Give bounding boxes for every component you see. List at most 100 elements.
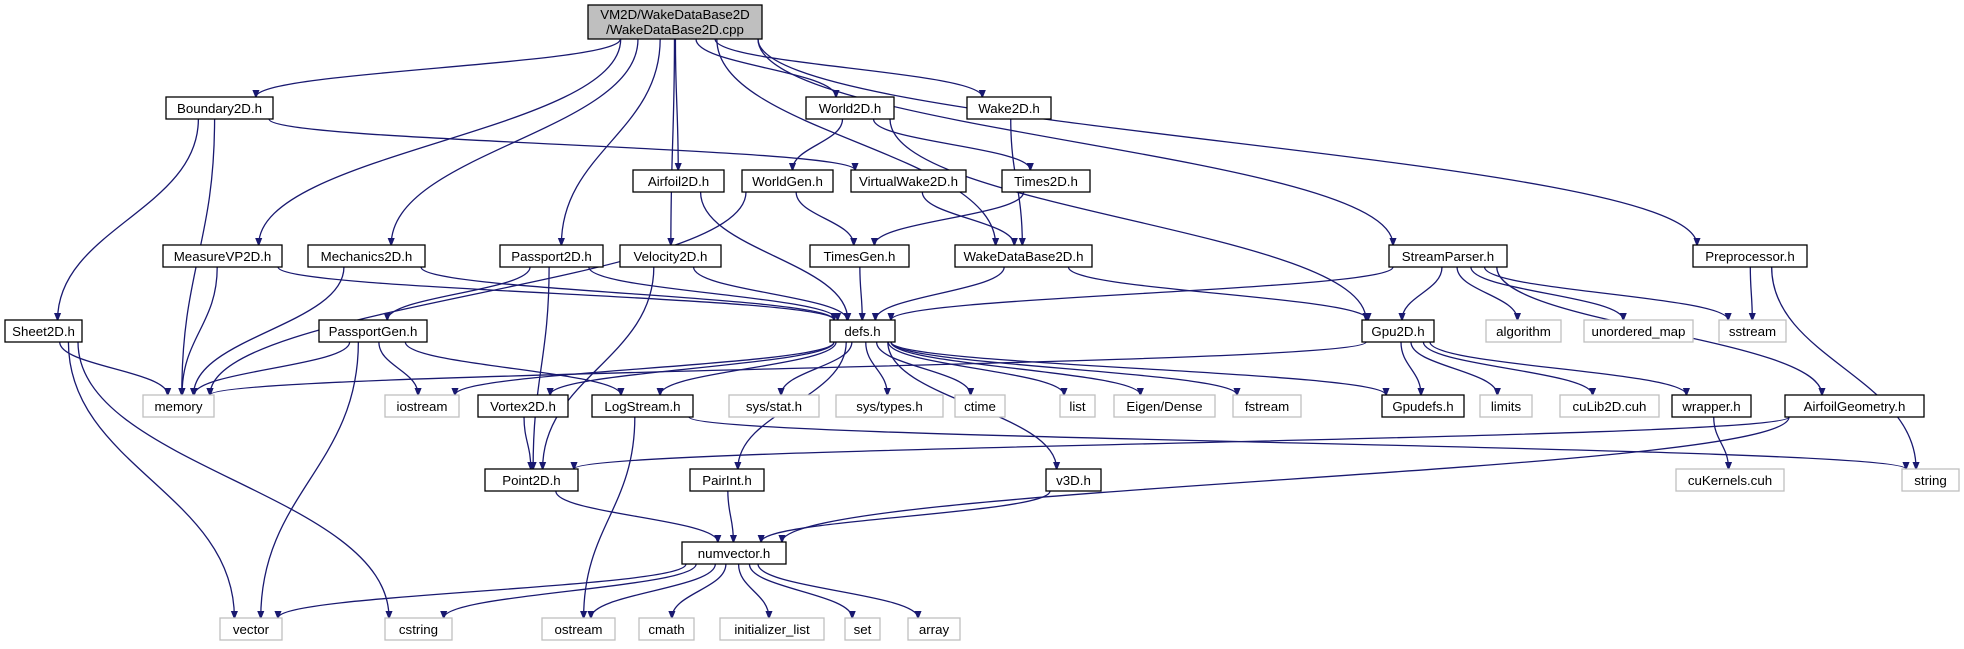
node-worldgen[interactable]: WorldGen.h: [741, 169, 834, 193]
node-box-numvector: [681, 541, 787, 565]
node-label-preprocessor: Preprocessor.h: [1705, 249, 1794, 264]
node-streamparser[interactable]: StreamParser.h: [1388, 244, 1508, 268]
edge-root-to-world2d: [695, 38, 836, 97]
node-memory: memory: [142, 394, 215, 418]
node-box-iostream: [384, 394, 460, 418]
node-box-unordered_map: [1583, 319, 1694, 343]
node-label-worldgen: WorldGen.h: [752, 174, 823, 189]
node-box-memory: [142, 394, 215, 418]
node-box-measurevp2d: [162, 244, 283, 268]
edge-world2d-to-gpu2d: [889, 118, 1366, 320]
node-label-wake2d: Wake2D.h: [978, 101, 1040, 116]
edge-defs-to-vortex2d: [550, 341, 835, 395]
edge-numvector-to-ostream: [591, 563, 716, 618]
edge-gpu2d-to-culib2d: [1422, 341, 1592, 395]
edge-defs-to-gpudefs: [890, 341, 1386, 395]
node-algorithm: algorithm: [1485, 319, 1562, 343]
node-label-wakedatabase2d: WakeDataBase2D.h: [964, 249, 1084, 264]
node-boundary2d[interactable]: Boundary2D.h: [165, 96, 274, 120]
node-sheet2d[interactable]: Sheet2D.h: [4, 319, 83, 343]
edge-sheet2d-to-vector: [67, 341, 234, 618]
node-wrapper[interactable]: wrapper.h: [1671, 394, 1752, 418]
node-logstream[interactable]: LogStream.h: [591, 394, 694, 418]
edge-boundary2d-to-sheet2d: [58, 118, 200, 320]
edge-airfoilgeometry-to-numvector: [782, 416, 1790, 542]
node-box-fstream: [1232, 394, 1302, 418]
node-label-systypes: sys/types.h: [856, 399, 923, 414]
node-label-cmath: cmath: [648, 622, 684, 637]
node-numvector[interactable]: numvector.h: [681, 541, 787, 565]
node-systypes: sys/types.h: [835, 394, 944, 418]
node-passport2d[interactable]: Passport2D.h: [499, 244, 604, 268]
edge-defs-to-ctime: [875, 341, 971, 395]
node-times2d[interactable]: Times2D.h: [1001, 169, 1091, 193]
edge-wakedatabase2d-to-gpu2d: [1067, 266, 1368, 320]
node-passportgen[interactable]: PassportGen.h: [318, 319, 428, 343]
node-label-vortex2d: Vortex2D.h: [490, 399, 556, 414]
node-box-wake2d: [966, 96, 1052, 120]
node-defs[interactable]: defs.h: [829, 319, 896, 343]
edge-passportgen-to-vector: [261, 341, 360, 618]
node-label-culib2d: cuLib2D.cuh: [1573, 399, 1647, 414]
node-sstream: sstream: [1718, 319, 1787, 343]
node-box-vector: [219, 617, 283, 641]
edge-world2d-to-times2d: [872, 118, 1031, 170]
node-wake2d[interactable]: Wake2D.h: [966, 96, 1052, 120]
edge-streamparser-to-algorithm: [1456, 266, 1517, 320]
node-box-v3d: [1045, 468, 1102, 492]
node-label-numvector: numvector.h: [698, 546, 770, 561]
node-box-mechanics2d: [307, 244, 426, 268]
node-box-array: [907, 617, 961, 641]
edge-virtualwake2d-to-wakedatabase2d: [921, 191, 1014, 245]
edge-logstream-to-ostream: [584, 416, 636, 618]
edge-worldgen-to-timesgen: [795, 191, 854, 245]
node-pairint[interactable]: PairInt.h: [689, 468, 765, 492]
node-timesgen[interactable]: TimesGen.h: [809, 244, 910, 268]
node-preprocessor[interactable]: Preprocessor.h: [1692, 244, 1808, 268]
node-v3d[interactable]: v3D.h: [1045, 468, 1102, 492]
edge-times2d-to-timesgen: [874, 191, 1025, 245]
node-label-airfoilgeometry: AirfoilGeometry.h: [1804, 399, 1906, 414]
edge-streamparser-to-defs: [891, 266, 1394, 320]
node-wakedatabase2d[interactable]: WakeDataBase2D.h: [954, 244, 1093, 268]
edge-measurevp2d-to-defs: [277, 266, 834, 320]
edge-velocity2d-to-defs: [692, 266, 848, 320]
node-mechanics2d[interactable]: Mechanics2D.h: [307, 244, 426, 268]
node-world2d[interactable]: World2D.h: [805, 96, 895, 120]
node-root[interactable]: VM2D/WakeDataBase2D/WakeDataBase2D.cpp: [587, 4, 763, 40]
edge-root-to-wakedatabase2d: [716, 38, 996, 245]
node-virtualwake2d[interactable]: VirtualWake2D.h: [850, 169, 967, 193]
edge-defs-to-sysstat: [781, 341, 853, 395]
edge-root-to-airfoil2d: [675, 38, 678, 170]
node-label-cukernels: cuKernels.cuh: [1688, 473, 1772, 488]
node-array: array: [907, 617, 961, 641]
node-box-set: [844, 617, 881, 641]
node-box-passport2d: [499, 244, 604, 268]
node-gpu2d[interactable]: Gpu2D.h: [1361, 319, 1435, 343]
node-box-sheet2d: [4, 319, 83, 343]
node-box-defs: [829, 319, 896, 343]
node-unordered_map: unordered_map: [1583, 319, 1694, 343]
node-label-v3d: v3D.h: [1056, 473, 1091, 488]
node-point2d[interactable]: Point2D.h: [484, 468, 579, 492]
node-box-virtualwake2d: [850, 169, 967, 193]
edge-defs-to-eigendense: [890, 341, 1140, 395]
edge-v3d-to-numvector: [761, 490, 1051, 542]
node-label-limits: limits: [1491, 399, 1522, 414]
node-iostream: iostream: [384, 394, 460, 418]
node-airfoil2d[interactable]: Airfoil2D.h: [632, 169, 725, 193]
node-box-ctime: [954, 394, 1006, 418]
node-velocity2d[interactable]: Velocity2D.h: [619, 244, 722, 268]
node-label-measurevp2d: MeasureVP2D.h: [174, 249, 272, 264]
node-label-wrapper: wrapper.h: [1681, 399, 1740, 414]
node-label-times2d: Times2D.h: [1014, 174, 1078, 189]
edge-streamparser-to-unordered_map: [1470, 266, 1623, 320]
node-vortex2d[interactable]: Vortex2D.h: [477, 394, 569, 418]
nodes-layer: VM2D/WakeDataBase2D/WakeDataBase2D.cppBo…: [4, 4, 1960, 641]
edge-gpu2d-to-memory: [210, 341, 1367, 395]
node-airfoilgeometry[interactable]: AirfoilGeometry.h: [1784, 394, 1925, 418]
edge-preprocessor-to-string: [1771, 266, 1916, 469]
node-measurevp2d[interactable]: MeasureVP2D.h: [162, 244, 283, 268]
node-gpudefs[interactable]: Gpudefs.h: [1381, 394, 1465, 418]
